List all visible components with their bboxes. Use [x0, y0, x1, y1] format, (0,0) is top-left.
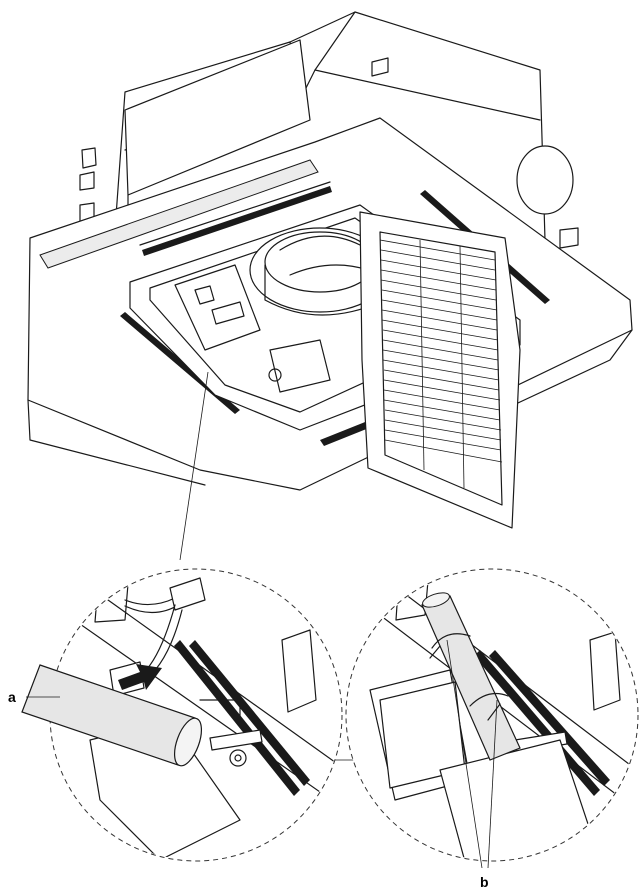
label-b: b — [480, 874, 489, 890]
arrow-right-icon — [118, 664, 162, 690]
detail-view-after — [345, 568, 639, 869]
label-a: a — [8, 689, 16, 705]
wrapped-insulation — [421, 592, 521, 761]
detail-view-before — [21, 568, 343, 862]
cable-tie-icon — [429, 633, 509, 721]
cassette-unit-illustration — [27, 11, 633, 761]
insulation-sleeve — [21, 664, 203, 767]
